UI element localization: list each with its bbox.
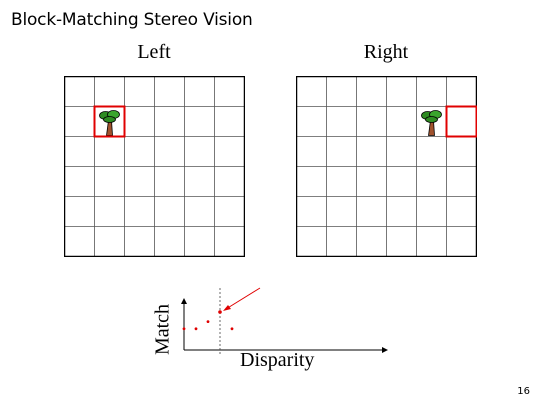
- y-axis-arrow: [181, 298, 187, 304]
- tree-icon: [99, 110, 120, 136]
- best-match-arrow-head: [223, 305, 231, 311]
- right-image-label: Right: [363, 41, 409, 63]
- slide-title: Block-Matching Stereo Vision: [11, 10, 253, 30]
- match-point: [206, 320, 210, 323]
- x-axis-arrow: [382, 347, 388, 353]
- right-match-window: [445, 105, 477, 138]
- match-point: [218, 310, 222, 314]
- y-axis-label: Match: [151, 303, 174, 356]
- best-match-arrow: [225, 287, 261, 310]
- x-axis-label: Disparity: [240, 349, 315, 371]
- tree-icon: [421, 110, 442, 136]
- page-number: 16: [517, 386, 530, 397]
- match-plot: [181, 287, 388, 356]
- left-grid-border: [64, 76, 245, 257]
- left-match-window: [93, 105, 126, 138]
- left-image-grid: [64, 76, 245, 257]
- match-point: [194, 327, 198, 331]
- right-image-grid: [296, 76, 477, 257]
- match-point: [230, 327, 234, 331]
- match-point: [182, 327, 186, 331]
- left-image-label: Left: [137, 41, 171, 63]
- right-grid-border: [296, 76, 477, 257]
